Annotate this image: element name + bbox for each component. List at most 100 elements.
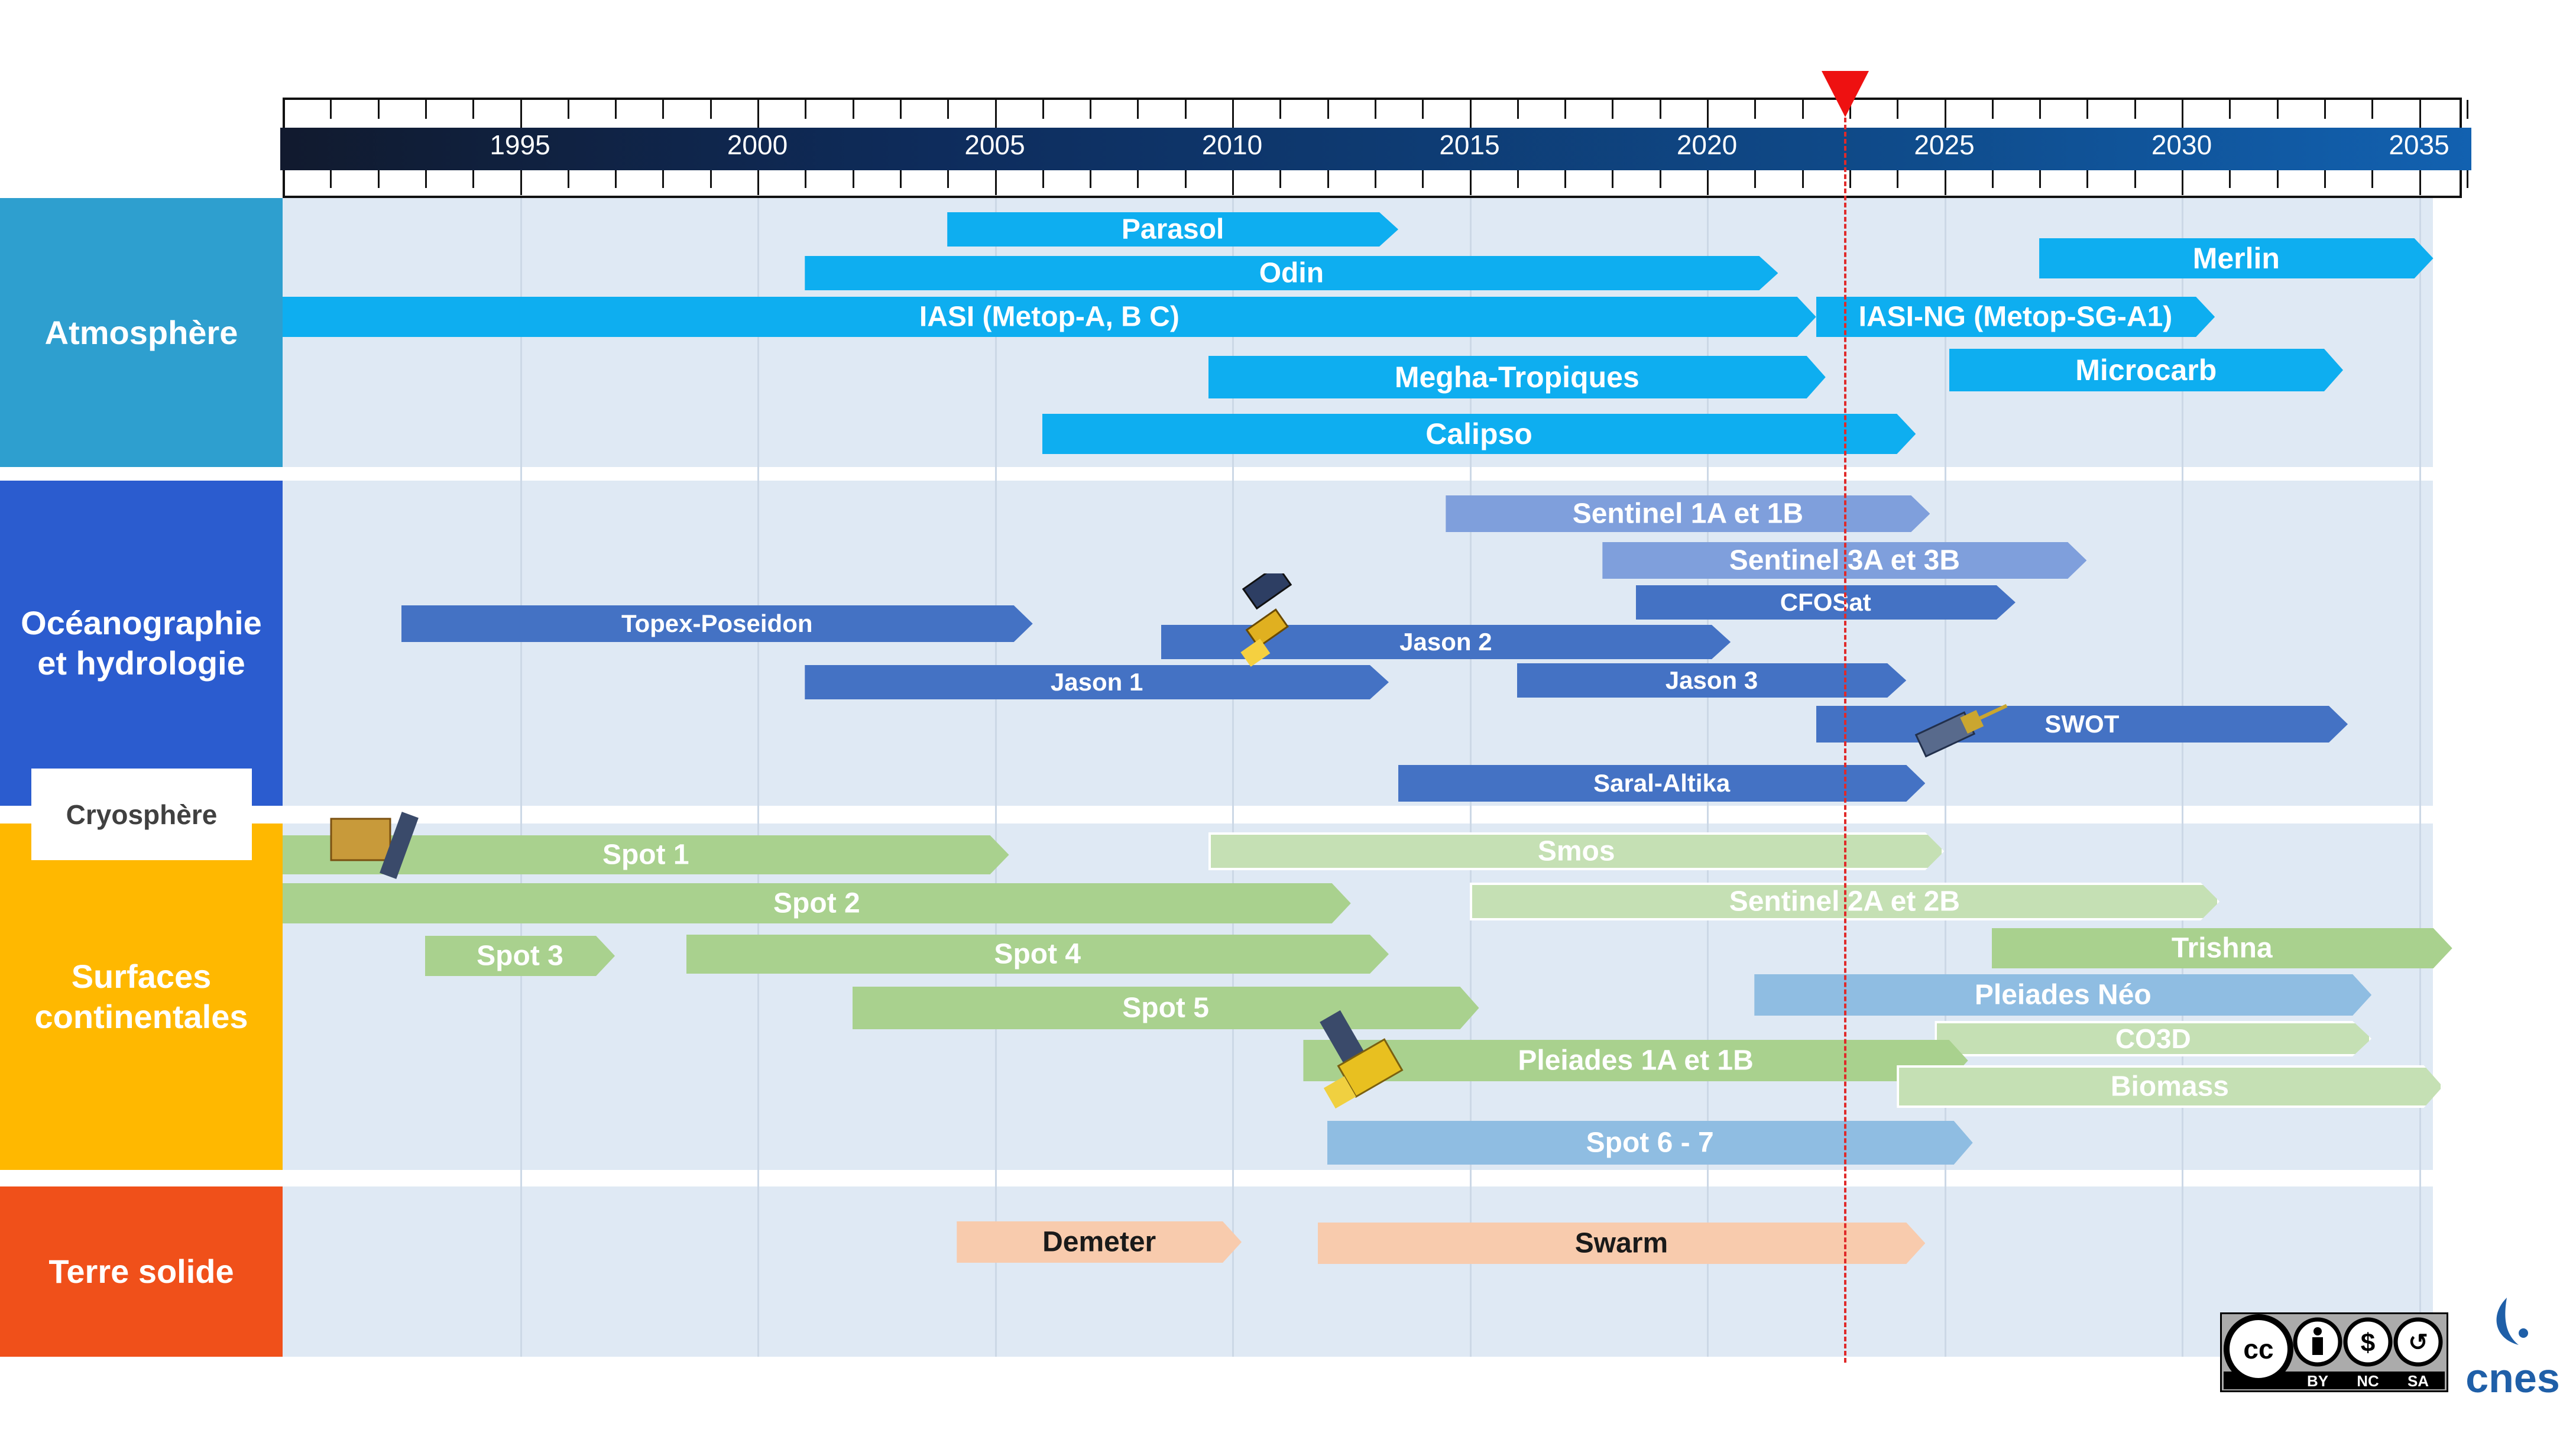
axis-tick: [2466, 170, 2468, 188]
axis-tick: [1659, 170, 1661, 188]
axis-tick: [1184, 170, 1187, 188]
svg-text:$: $: [2361, 1328, 2375, 1357]
mission-bar: [1897, 1065, 2442, 1108]
svg-text:cc: cc: [2243, 1334, 2273, 1364]
mission-bar: [425, 936, 615, 976]
category-continental: Surfaces continentales: [0, 824, 283, 1170]
year-label: 2000: [727, 129, 788, 160]
axis-tick: [1184, 100, 1187, 119]
axis-tick: [615, 100, 617, 119]
mission-bar: [1949, 349, 2343, 391]
axis-tick: [1137, 170, 1139, 188]
mission-bar: [805, 256, 1778, 290]
axis-tick: [1991, 170, 1994, 188]
axis-tick: [425, 100, 427, 119]
category-solid-earth: Terre solide: [0, 1186, 283, 1357]
mission-bar-label: Spot 3: [477, 940, 563, 972]
axis-tick: [567, 170, 569, 188]
mission-bar-label: Topex-Poseidon: [621, 609, 813, 637]
axis-tick: [1422, 170, 1424, 188]
axis-tick: [2419, 170, 2421, 195]
axis-tick: [1469, 170, 1472, 195]
mission-bar-label: Parasol: [1121, 213, 1224, 245]
axis-tick: [2229, 170, 2231, 188]
axis-tick: [2086, 100, 2089, 119]
axis-tick: [377, 170, 380, 188]
axis-tick: [1659, 100, 1661, 119]
axis-tick: [1422, 100, 1424, 119]
mission-bar-label: Saral-Altika: [1593, 769, 1731, 797]
axis-tick: [2182, 170, 2183, 195]
mission-bar: [1042, 414, 1916, 454]
cc-by-nc-sa-icon: cc $ ↺ BY NC SA: [2220, 1312, 2448, 1392]
year-gridline: [2419, 198, 2421, 1357]
year-label: 2010: [1201, 129, 1263, 160]
axis-tick: [1517, 100, 1519, 119]
axis-tick: [662, 170, 665, 188]
axis-tick: [1327, 170, 1329, 188]
axis-tick: [1232, 170, 1234, 195]
year-label: 2020: [1676, 129, 1738, 160]
mission-bar: [283, 297, 1816, 337]
year-label: 2035: [2389, 129, 2449, 160]
mission-bar-label: Pleiades Néo: [1974, 979, 2151, 1011]
mission-bar: [1992, 928, 2452, 968]
mission-bar: [1327, 1121, 1973, 1165]
satellite-icon: [1320, 1010, 1404, 1109]
axis-tick: [1564, 100, 1567, 119]
mission-bar: [1398, 765, 1925, 802]
current-date-marker-icon: [1822, 71, 1869, 117]
axis-tick: [2466, 100, 2468, 119]
mission-bar: [805, 665, 1389, 699]
year-gridline: [2182, 198, 2183, 1357]
satellite-icon: [1240, 573, 1292, 667]
mission-bar: [686, 935, 1389, 974]
year-label: 2015: [1439, 129, 1500, 160]
mission-bar: [853, 987, 1479, 1029]
mission-bar-label: Megha-Tropiques: [1394, 361, 1639, 394]
axis-tick: [1707, 170, 1709, 195]
mission-bar-label: CO3D: [2115, 1023, 2191, 1054]
mission-bar-label: IASI (Metop-A, B C): [919, 301, 1180, 333]
mission-bar-label: Demeter: [1042, 1226, 1156, 1258]
axis-tick: [757, 170, 759, 195]
axis-tick: [1564, 170, 1567, 188]
year-label: 2030: [2151, 129, 2212, 160]
axis-tick: [520, 170, 522, 195]
axis-tick: [709, 100, 712, 119]
year-label: 2005: [964, 129, 1025, 160]
mission-bar: [1303, 1040, 1968, 1081]
axis-tick: [947, 100, 950, 119]
axis-tick: [899, 170, 902, 188]
mission-bar-label: Spot 6 - 7: [1586, 1127, 1714, 1159]
mission-bar: [1935, 1021, 2371, 1056]
axis-tick: [1374, 100, 1376, 119]
mission-bar-label: SWOT: [2044, 710, 2120, 738]
year-gridline: [757, 198, 759, 1357]
axis-tick: [1944, 170, 1946, 195]
axis-tick: [1469, 100, 1472, 128]
category-oceanography: Océanographie et hydrologie: [0, 481, 283, 806]
satellite-icon: [1914, 703, 2008, 758]
axis-tick: [1042, 170, 1044, 188]
axis-tick: [805, 170, 807, 188]
satellite-icon: [330, 812, 419, 879]
axis-tick: [1090, 170, 1092, 188]
axis-tick: [1374, 170, 1376, 188]
axis-tick: [330, 100, 332, 119]
axis-tick: [283, 100, 284, 128]
mission-bar: [947, 212, 1398, 247]
axis-tick: [1897, 100, 1899, 119]
axis-tick: [2276, 100, 2279, 119]
mission-bar: [283, 883, 1351, 923]
axis-tick: [1897, 170, 1899, 188]
axis-tick: [2039, 170, 2042, 188]
mission-bar-label: Trishna: [2171, 932, 2273, 964]
axis-tick: [994, 100, 997, 128]
axis-tick: [2324, 100, 2326, 119]
solid-earth-band-bg: [283, 1186, 2433, 1357]
axis-tick: [1849, 170, 1851, 188]
axis-tick: [1754, 100, 1757, 119]
axis-tick: [2134, 100, 2136, 119]
year-label: 2025: [1914, 129, 1975, 160]
